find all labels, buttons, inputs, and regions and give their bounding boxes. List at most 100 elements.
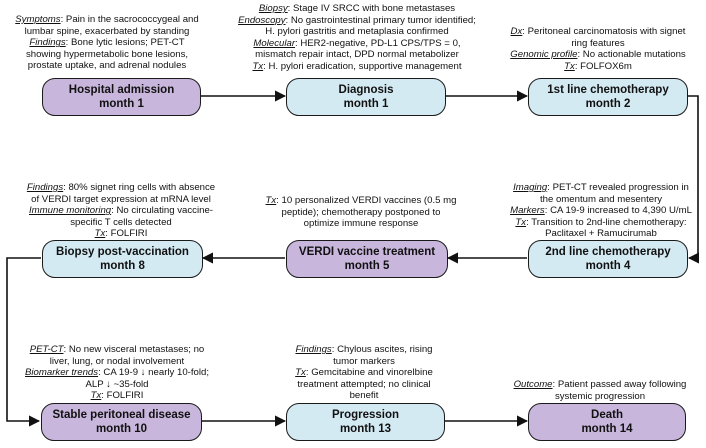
note-text: : PET-CT revealed progression in bbox=[547, 182, 689, 193]
node-death: Death month 14 bbox=[528, 403, 686, 441]
note-key: Findings bbox=[26, 182, 64, 193]
node-hospital-admission: Hospital admission month 1 bbox=[42, 78, 201, 116]
note-line: Imaging: PET-CT revealed progression in bbox=[498, 182, 704, 194]
note-line: treatment attempted; no clinical bbox=[264, 379, 464, 391]
note-text: optimize immune response bbox=[303, 218, 419, 230]
note-key: Tx bbox=[265, 195, 277, 206]
node-title: Diagnosis bbox=[338, 84, 394, 96]
note-key: Molecular bbox=[253, 37, 296, 49]
note-key: Tx bbox=[90, 390, 102, 402]
note-text: : No circulating vaccine- bbox=[111, 205, 213, 217]
note-text: Paclitaxel + Ramucirumab bbox=[545, 228, 657, 240]
note-text: specific T cells detected bbox=[70, 216, 172, 228]
note-text: : FOLFIRI bbox=[105, 228, 148, 240]
note-text: tumor markers bbox=[333, 355, 395, 367]
note-line: of VERDI target expression at mRNA level bbox=[10, 194, 232, 206]
note-diagnosis: Biopsy: Stage IV SRCC with bone metastas… bbox=[226, 3, 488, 73]
note-key: Outcome bbox=[513, 379, 553, 390]
note-verdi-vaccine: Tx: 10 personalized VERDI vaccines (0.5 … bbox=[252, 195, 470, 230]
note-line: H. pylori gastritis and metaplasia confi… bbox=[226, 26, 488, 38]
node-time: month 14 bbox=[581, 423, 633, 435]
note-line: Tx: H. pylori eradication, supportive ma… bbox=[226, 61, 488, 73]
note-text: ALP ↓ ~35-fold bbox=[85, 378, 149, 390]
note-text: : 80% signet ring cells with absence bbox=[63, 182, 216, 193]
note-text: : CA 19-9 ↓ nearly 10-fold; bbox=[98, 367, 209, 379]
note-text: : No new visceral metastases; no bbox=[63, 344, 205, 355]
note-key: Findings bbox=[29, 37, 66, 49]
note-line: Tx: FOLFIRI bbox=[10, 390, 224, 402]
note-line: ring features bbox=[500, 38, 696, 50]
node-title: Death bbox=[591, 409, 623, 421]
node-time: month 8 bbox=[100, 260, 145, 272]
note-text: : Patient passed away following bbox=[552, 379, 687, 390]
note-line: prostate uptake, and adrenal nodules bbox=[10, 60, 204, 72]
note-line: Tx: FOLFOX6m bbox=[500, 61, 696, 73]
note-key: PET-CT bbox=[29, 344, 64, 355]
node-time: month 10 bbox=[95, 423, 148, 435]
node-title: Hospital admission bbox=[68, 84, 175, 96]
note-first-line-chemotherapy: Dx: Peritoneal carcinomatosis with signe… bbox=[500, 26, 696, 72]
note-key: Immune monitoring bbox=[29, 205, 112, 217]
note-line: Genomic profile: No actionable mutations bbox=[500, 49, 696, 61]
note-key: Tx bbox=[252, 60, 264, 72]
node-biopsy-post-vaccination: Biopsy post-vaccination month 8 bbox=[42, 240, 203, 278]
note-text: : 10 personalized VERDI vaccines (0.5 mg bbox=[276, 195, 457, 206]
note-text: : HER2-negative, PD-L1 CPS/TPS = 0, bbox=[295, 37, 461, 49]
note-line: Markers: CA 19-9 increased to 4,390 U/mL bbox=[498, 205, 704, 217]
note-key: Tx bbox=[564, 60, 575, 72]
note-line: specific T cells detected bbox=[10, 217, 232, 229]
node-second-line-chemotherapy: 2nd line chemotherapy month 4 bbox=[528, 240, 688, 278]
note-line: PET-CT: No new visceral metastases; no bbox=[10, 344, 224, 356]
node-verdi-vaccine-treatment: VERDI vaccine treatment month 5 bbox=[286, 240, 448, 278]
note-text: H. pylori gastritis and metaplasia confi… bbox=[265, 26, 449, 38]
node-time: month 13 bbox=[339, 423, 392, 435]
note-line: Tx: 10 personalized VERDI vaccines (0.5 … bbox=[252, 195, 470, 207]
note-line: showing hypermetabolic bone lesions, bbox=[10, 49, 204, 61]
note-line: mismatch repair intact, DPD normal metab… bbox=[226, 49, 488, 61]
note-text: : Peritoneal carcinomatosis with signet bbox=[522, 26, 686, 37]
note-text: : FOLFIRI bbox=[101, 390, 144, 402]
note-key: Endoscopy bbox=[238, 14, 286, 26]
note-line: peptide); chemotherapy postponed to bbox=[252, 207, 470, 219]
note-text: the omentum and mesentery bbox=[539, 193, 663, 205]
note-biopsy-post-vaccination: Findings: 80% signet ring cells with abs… bbox=[10, 182, 232, 240]
note-text: : CA 19-9 increased to 4,390 U/mL bbox=[544, 205, 692, 217]
note-text: : Transition to 2nd-line chemotherapy: bbox=[526, 216, 687, 228]
note-key: Biopsy bbox=[258, 3, 288, 14]
note-text: : Bone lytic lesions; PET-CT bbox=[65, 37, 185, 49]
node-title: VERDI vaccine treatment bbox=[298, 246, 436, 258]
node-time: month 1 bbox=[343, 98, 389, 110]
node-title: Progression bbox=[331, 409, 400, 421]
node-title: 2nd line chemotherapy bbox=[545, 246, 671, 258]
note-line: Tx: FOLFIRI bbox=[10, 228, 232, 240]
note-line: ALP ↓ ~35-fold bbox=[10, 379, 224, 391]
note-key: Imaging bbox=[513, 182, 548, 193]
node-time: month 1 bbox=[99, 98, 144, 110]
node-first-line-chemotherapy: 1st line chemotherapy month 2 bbox=[528, 78, 688, 116]
note-line: Tx: Gemcitabine and vinorelbine bbox=[264, 367, 464, 379]
note-key: Biomarker trends bbox=[25, 367, 99, 379]
note-line: tumor markers bbox=[264, 356, 464, 368]
node-diagnosis: Diagnosis month 1 bbox=[286, 78, 446, 116]
note-line: Biomarker trends: CA 19-9 ↓ nearly 10-fo… bbox=[10, 367, 224, 379]
note-line: the omentum and mesentery bbox=[498, 194, 704, 206]
note-text: systemic progression bbox=[554, 390, 646, 402]
note-line: Dx: Peritoneal carcinomatosis with signe… bbox=[500, 26, 696, 38]
note-line: Findings: 80% signet ring cells with abs… bbox=[10, 182, 232, 194]
note-text: : Gemcitabine and vinorelbine bbox=[305, 367, 433, 379]
note-text: : Stage IV SRCC with bone metastases bbox=[287, 3, 456, 14]
note-key: Tx bbox=[295, 367, 306, 379]
note-key: Findings bbox=[295, 344, 332, 355]
note-line: Findings: Chylous ascites, rising bbox=[264, 344, 464, 356]
note-text: showing hypermetabolic bone lesions, bbox=[25, 48, 189, 60]
note-line: Immune monitoring: No circulating vaccin… bbox=[10, 205, 232, 217]
note-key: Tx bbox=[94, 228, 106, 240]
arrow-biopsy-to-stable bbox=[6, 257, 41, 427]
node-progression: Progression month 13 bbox=[286, 403, 445, 441]
node-title: Stable peritoneal disease bbox=[52, 409, 191, 421]
